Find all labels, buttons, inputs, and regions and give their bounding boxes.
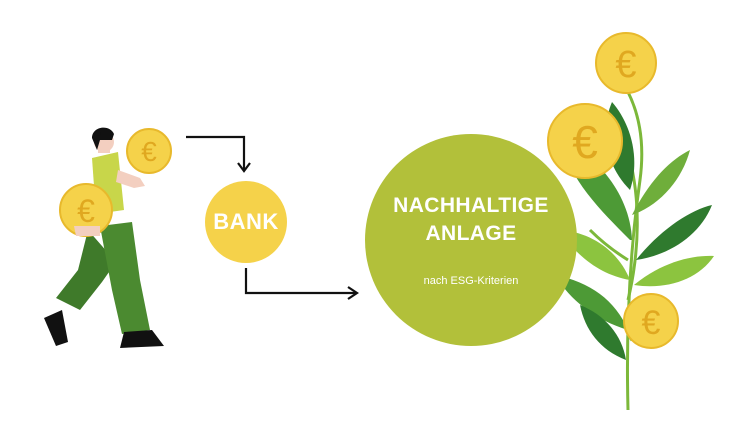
euro-icon: € bbox=[642, 304, 661, 342]
woman-figure bbox=[44, 127, 164, 348]
leaf-shape bbox=[632, 150, 690, 215]
bank-circle: BANK bbox=[205, 181, 287, 263]
investment-title: NACHHALTIGE ANLAGE bbox=[365, 192, 577, 248]
investment-subtitle: nach ESG-Kriterien bbox=[423, 275, 519, 287]
euro-icon: € bbox=[77, 193, 95, 229]
leaf-shape bbox=[634, 255, 714, 287]
leaf-shape bbox=[636, 205, 712, 260]
coin: € bbox=[595, 32, 657, 94]
investment-title-line2: ANLAGE bbox=[425, 222, 517, 245]
coin: € bbox=[547, 103, 623, 179]
euro-icon: € bbox=[572, 116, 598, 168]
investment-circle bbox=[365, 134, 577, 346]
arrow-person-to-bank bbox=[186, 135, 251, 173]
hand bbox=[74, 226, 100, 236]
coin: € bbox=[59, 183, 113, 237]
coin: € bbox=[623, 293, 679, 349]
leaf-shape bbox=[555, 275, 628, 330]
coin: € bbox=[126, 128, 172, 174]
euro-icon: € bbox=[141, 136, 157, 167]
arrow-bank-to-investment bbox=[244, 268, 359, 300]
investment-title-line1: NACHHALTIGE bbox=[393, 194, 549, 217]
euro-icon: € bbox=[615, 44, 636, 86]
leaf-shape bbox=[560, 230, 630, 280]
leaf-shape bbox=[580, 305, 626, 360]
bank-label: BANK bbox=[213, 209, 279, 234]
